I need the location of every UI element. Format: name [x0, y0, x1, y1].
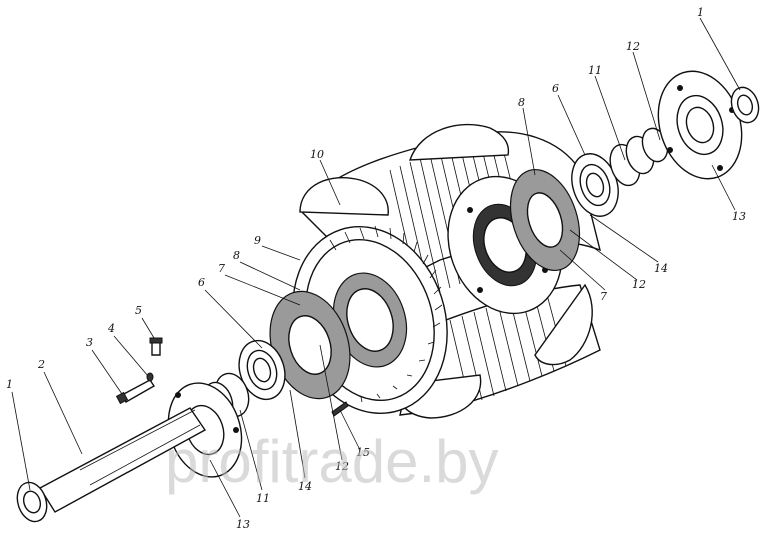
label-14-right: 14: [654, 262, 668, 275]
label-14: 14: [298, 480, 312, 493]
leader-lines: [11, 17, 741, 518]
label-13-right: 13: [732, 210, 746, 223]
label-7-right: 7: [600, 290, 607, 303]
gasket-left: [269, 290, 351, 400]
grease-fitting: [149, 337, 163, 356]
bearing-right: [571, 153, 619, 217]
label-1: 1: [6, 378, 13, 391]
label-6-right: 6: [552, 82, 559, 95]
label-15: 15: [356, 446, 370, 459]
label-12: 12: [335, 460, 349, 473]
washer: [146, 372, 154, 382]
bearing-left: [238, 339, 286, 401]
label-1-right: 1: [697, 6, 704, 19]
label-11-right: 11: [588, 64, 602, 77]
end-cap-left: [16, 481, 48, 523]
label-12-right: 12: [632, 278, 646, 291]
label-12-right-top: 12: [626, 40, 640, 53]
label-13: 13: [236, 518, 250, 531]
label-8: 8: [233, 249, 240, 262]
pin: [331, 401, 349, 417]
bolt: [115, 379, 155, 405]
label-2: 2: [37, 358, 45, 371]
label-8-right: 8: [518, 96, 525, 109]
label-7: 7: [218, 262, 225, 275]
part-labels: 1 2 3 4 5 6 7 8 9 10 11 14 12 15 13 1 12…: [6, 6, 746, 531]
end-cap-right: [730, 86, 760, 124]
drive-shaft: [39, 407, 207, 513]
gasket-right: [509, 168, 581, 272]
label-5: 5: [135, 304, 142, 317]
label-10: 10: [310, 148, 324, 161]
flange-right: [657, 70, 743, 180]
label-11: 11: [256, 492, 270, 505]
label-4: 4: [107, 322, 115, 335]
label-3: 3: [86, 336, 93, 349]
label-6: 6: [198, 276, 205, 289]
label-9: 9: [254, 234, 261, 247]
watermark: profitrade.by: [165, 428, 499, 495]
